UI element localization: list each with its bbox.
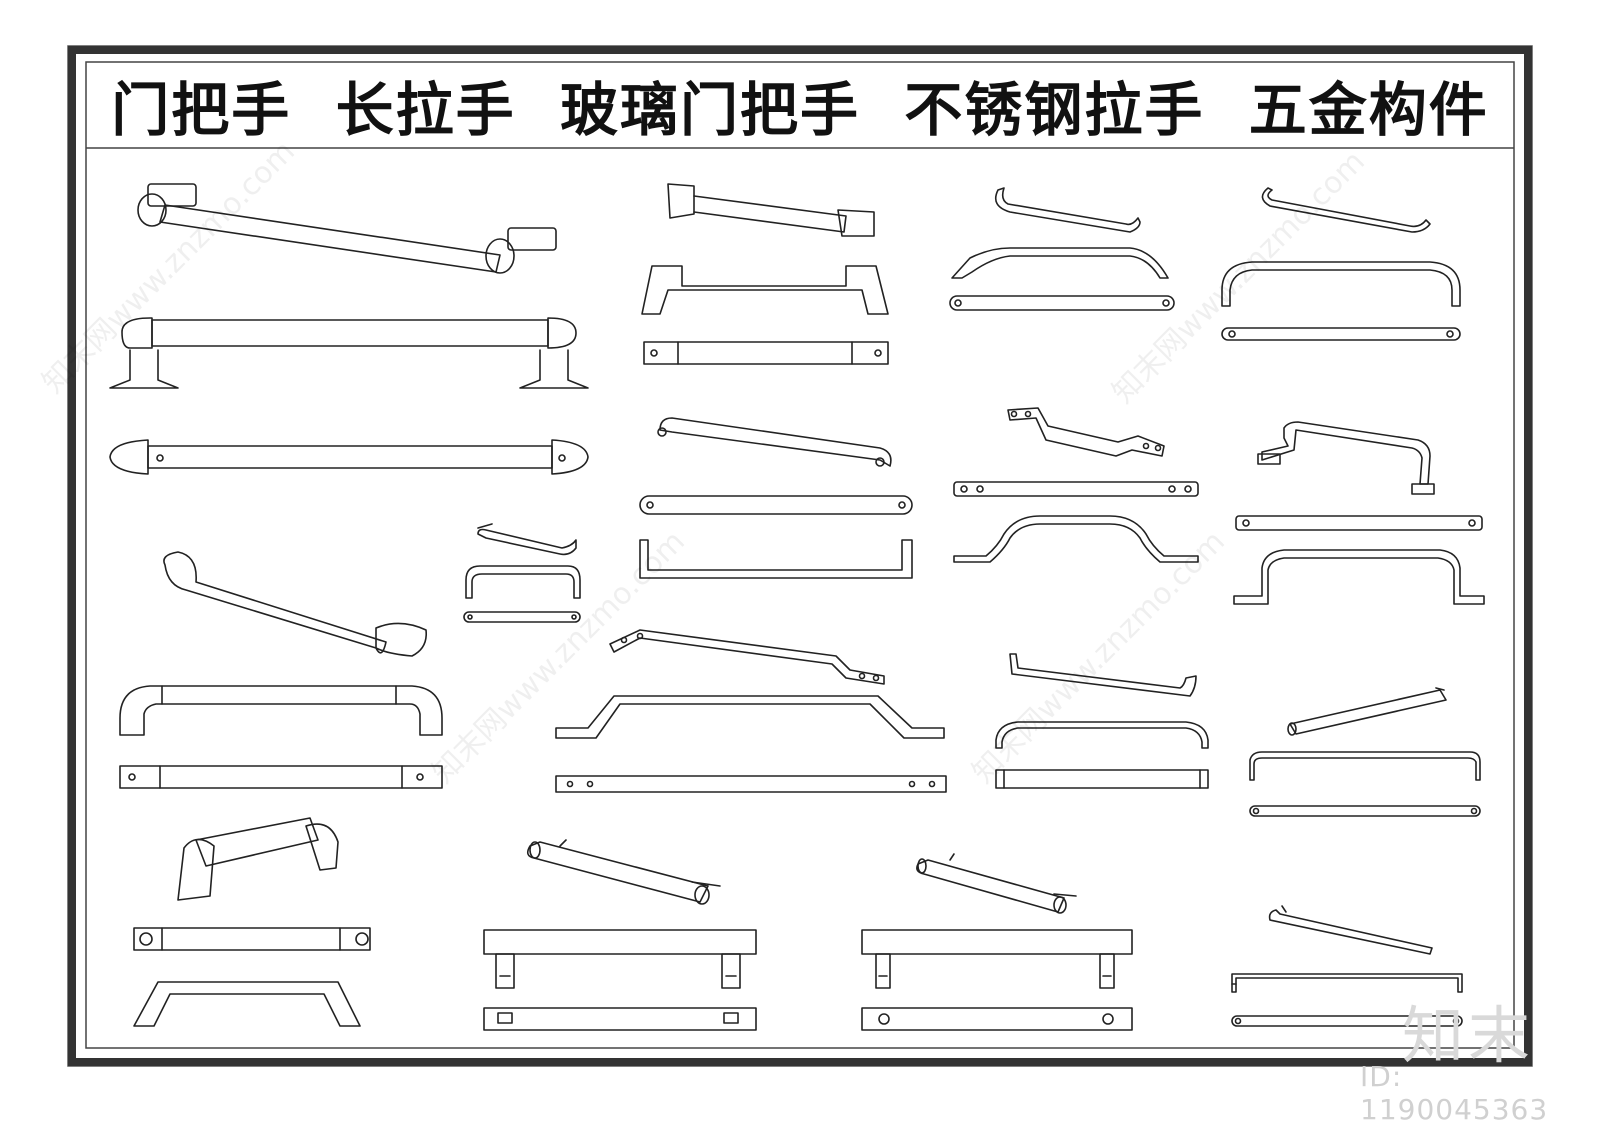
handle-small-iso — [477, 523, 577, 556]
handle-small-front — [465, 565, 581, 599]
handle-bent-tube-top — [639, 495, 913, 515]
handle-diagonal-round-mounts — [137, 183, 557, 274]
handle-offset-plate-iso — [1007, 407, 1165, 457]
handle-thin-arched-front — [1221, 261, 1461, 307]
handle-round-bar-front — [483, 929, 757, 989]
handle-offset-plate-top — [953, 481, 1199, 497]
handle-ergonomic-top — [133, 927, 371, 951]
drawing-title: 门把手 长拉手 玻璃门把手 不锈钢拉手 五金构件 — [111, 76, 1489, 144]
handle-ergonomic-iso — [177, 817, 339, 901]
handle-cranked-bar-front — [555, 695, 945, 739]
handle-post-mount-top — [109, 439, 589, 475]
handle-thin-arched-iso — [1261, 187, 1431, 233]
handle-thin-arched-top — [1221, 327, 1461, 341]
handle-slim-iso — [1268, 905, 1433, 955]
watermark-logo: 知末 — [1402, 999, 1535, 1072]
handle-d-shape-top — [119, 765, 443, 789]
handle-flat-arched-front — [995, 721, 1209, 749]
handle-tube-post-top — [861, 1007, 1133, 1031]
handle-slim-front — [1231, 973, 1463, 993]
handle-cranked-bar-iso — [609, 629, 885, 685]
handle-small-top — [463, 611, 581, 623]
handle-flat-arched-top — [995, 769, 1209, 789]
handle-square-end-iso — [667, 183, 875, 237]
watermark-id: ID: 1190045363 — [1360, 1060, 1549, 1126]
handle-rod-iso — [1287, 687, 1447, 736]
drawing-frame — [67, 45, 1533, 1067]
handle-bent-tube-front — [639, 539, 913, 579]
handle-angled-grip — [163, 551, 428, 657]
handle-rod-top — [1249, 805, 1481, 817]
handle-bent-tube-iso — [657, 417, 892, 467]
handle-round-bar-iso — [526, 839, 721, 905]
handle-d-shape-front — [119, 685, 443, 736]
handle-round-bar-top — [483, 1007, 757, 1031]
handle-flat-arched-iso — [1009, 653, 1197, 697]
handle-arched-front — [951, 247, 1169, 279]
handle-bracket-bar-top — [1235, 515, 1483, 531]
handle-arched-top — [949, 295, 1175, 311]
handle-cranked-bar-top — [555, 775, 947, 793]
handle-bracket-bar-iso — [1257, 421, 1435, 495]
handle-slim-top — [1231, 1015, 1463, 1027]
handle-arched-iso — [994, 187, 1141, 233]
handle-square-end-top — [643, 341, 889, 365]
handle-square-end-front — [641, 265, 889, 315]
handle-rod-front — [1249, 751, 1481, 781]
handle-ergonomic-front — [133, 981, 361, 1027]
handle-tube-post-iso — [916, 853, 1077, 914]
handle-offset-plate-front — [953, 515, 1199, 563]
handle-tube-post-front — [861, 929, 1133, 989]
handle-bracket-bar-front — [1233, 549, 1485, 605]
handle-post-mount-front — [109, 317, 589, 389]
